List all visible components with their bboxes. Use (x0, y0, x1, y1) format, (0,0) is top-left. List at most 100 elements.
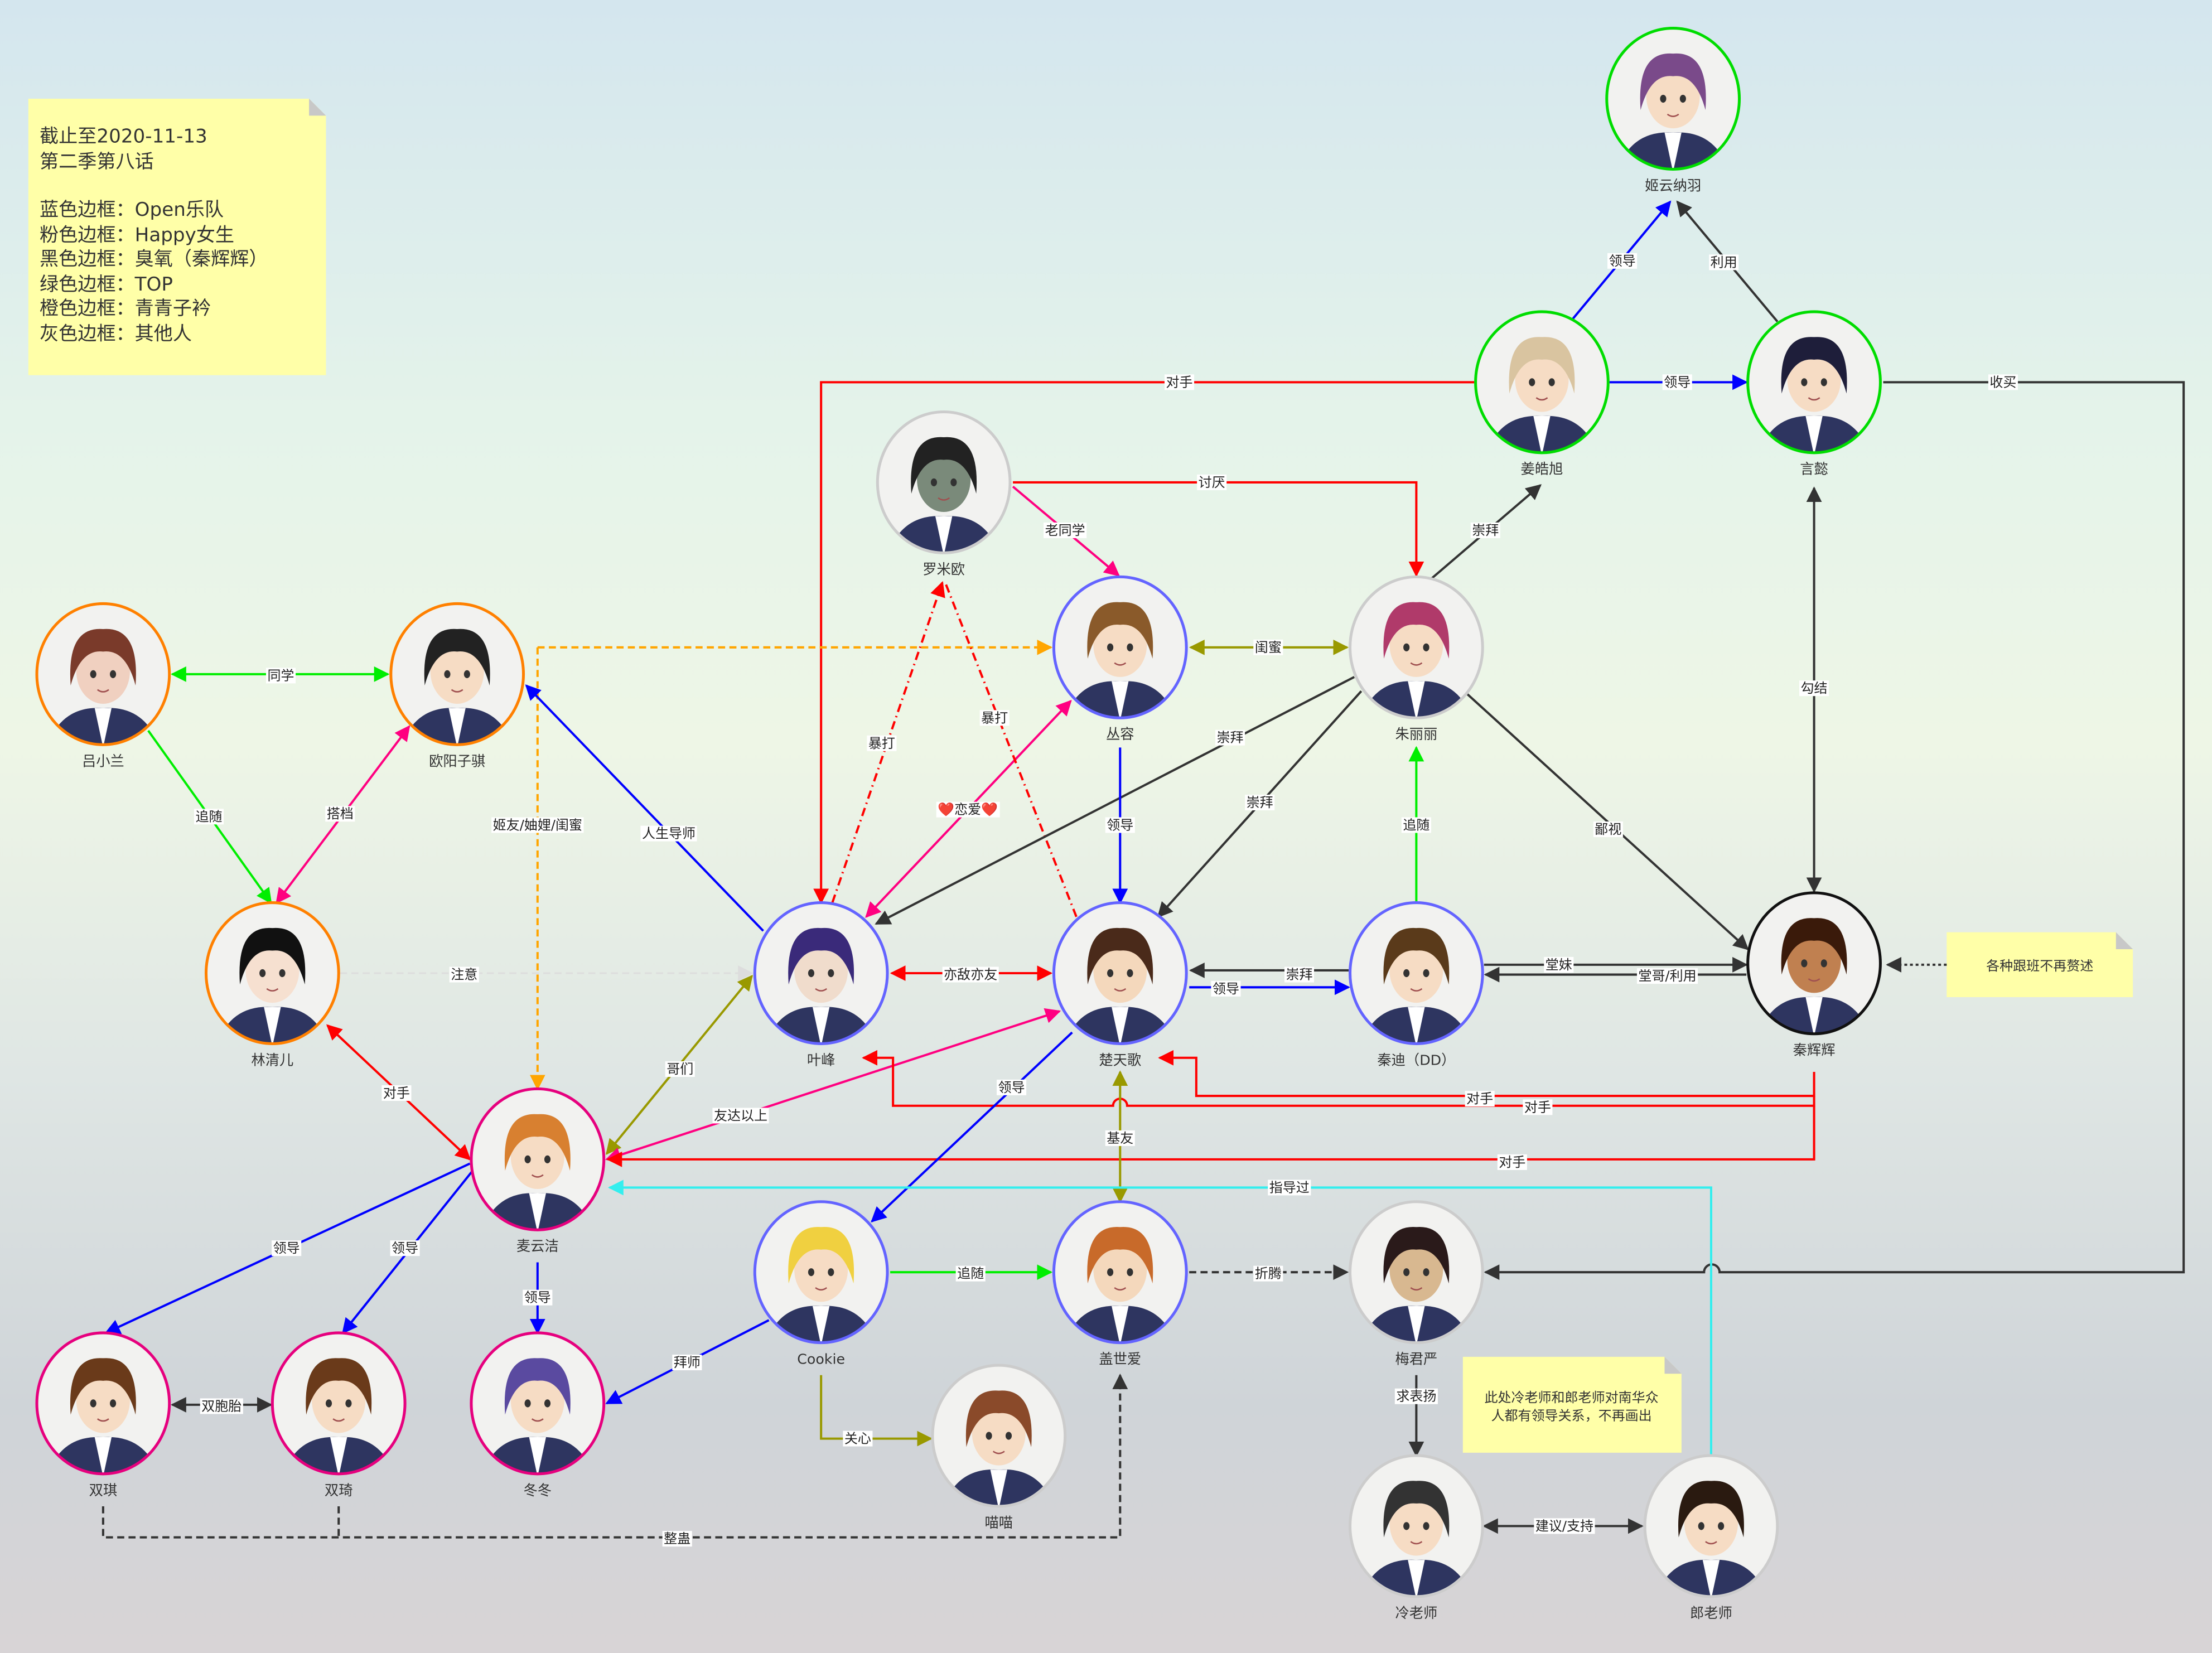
character-node[interactable]: 姜皓旭 (1474, 310, 1610, 477)
edge-label-text: 双胞胎 (201, 1398, 242, 1414)
edge-label-bg (712, 1108, 769, 1124)
character-node[interactable]: 林清儿 (204, 901, 340, 1068)
edge-relation (875, 676, 1355, 925)
edge-line (875, 676, 1355, 925)
edge-label: 亦敌亦友 (942, 966, 999, 983)
edge-label-bg (1497, 1154, 1527, 1170)
character-node[interactable]: 郎老师 (1643, 1454, 1779, 1621)
edge-label: 闺蜜 (1253, 639, 1283, 655)
edge-relation (525, 684, 764, 932)
edge-label-bg (381, 1085, 412, 1101)
character-node[interactable]: 罗米欧 (876, 410, 1012, 577)
edge-label-text: 折腾 (1255, 1266, 1282, 1282)
edge-label-bg (979, 710, 1010, 726)
character-node[interactable]: 双琪 (35, 1331, 171, 1499)
node-name: 梅君严 (1395, 1351, 1437, 1367)
avatar-portrait (1350, 1201, 1483, 1343)
edge-label-text: 对手 (1524, 1099, 1551, 1115)
edge-label: 领导 (1211, 980, 1241, 997)
edge-label-bg (1105, 1130, 1135, 1146)
legend-blue: 蓝色边框：Open乐队 (40, 199, 224, 221)
edge-label-text: 指导过 (1269, 1180, 1310, 1195)
edge-relation (871, 1031, 1073, 1223)
edge-label-text: 同学 (268, 668, 294, 683)
edge-label: 领导 (390, 1240, 420, 1256)
character-node[interactable]: 冷老师 (1348, 1454, 1484, 1621)
character-node[interactable]: 梅君严 (1348, 1200, 1484, 1367)
node-name: 林清儿 (251, 1052, 293, 1068)
edge-labels-layer: 领导利用领导收买对手讨厌老同学崇拜勾结闺蜜同学追随搭档姬友/妯娌/闺蜜人生导师❤… (194, 253, 2018, 1547)
character-node[interactable]: Cookie (753, 1200, 889, 1367)
character-node[interactable]: 冬冬 (470, 1331, 606, 1499)
node-border (271, 1331, 407, 1476)
edge-line (871, 1031, 1073, 1223)
character-node[interactable]: 叶峰 (753, 901, 889, 1068)
edge-label: 姬友/妯娌/闺蜜 (491, 817, 584, 833)
edge-label-bg (523, 1289, 553, 1306)
node-name: 姬云纳羽 (1645, 177, 1701, 194)
edge-relation (1158, 1050, 1815, 1098)
edge-line (606, 1105, 1815, 1167)
node-name: 言懿 (1800, 461, 1828, 477)
node-border (1348, 575, 1484, 719)
node-border (389, 602, 525, 746)
character-node[interactable]: 盖世爱 (1052, 1200, 1188, 1367)
node-name: Cookie (797, 1351, 845, 1367)
character-node[interactable]: 麦云洁 (470, 1087, 606, 1254)
avatar-portrait (1054, 577, 1187, 718)
edge-label-bg (640, 825, 697, 842)
edge-label: 人生导师 (640, 825, 697, 842)
edge-label-text: 领导 (273, 1240, 300, 1256)
character-node[interactable]: 欧阳子骐 (389, 602, 525, 769)
edge-label-text: 拜师 (674, 1355, 701, 1370)
character-node[interactable]: 言懿 (1746, 310, 1882, 477)
edge-label-bg (1465, 1091, 1495, 1107)
character-node[interactable]: 朱丽丽 (1348, 575, 1484, 742)
legend-date: 截止至2020-11-13 (40, 125, 207, 147)
edge-label: 堂哥/利用 (1636, 968, 1698, 984)
edge-label-bg (1662, 374, 1692, 390)
edge-label: 领导 (1105, 817, 1135, 833)
edge-label-text: 对手 (383, 1085, 410, 1101)
edge-label: 领导 (272, 1240, 302, 1256)
edge-label-bg (1401, 817, 1431, 833)
edge-label-bg (1607, 253, 1638, 269)
edge-relation (944, 582, 1078, 917)
node-border (1052, 1200, 1188, 1345)
edge-relation (608, 1180, 1712, 1456)
edge-label: 追随 (194, 809, 224, 825)
character-node[interactable]: 姬云纳羽 (1605, 27, 1741, 194)
edge-label: 注意 (449, 966, 479, 983)
edge-label-bg (1105, 817, 1135, 833)
edge-label-bg (1284, 966, 1315, 983)
edge-label-bg (955, 1265, 986, 1282)
edge-label-bg (1544, 956, 1574, 973)
edge-label-bg (491, 817, 584, 833)
edge-line (813, 381, 1475, 905)
edge-label-bg (1394, 1388, 1438, 1404)
character-node[interactable]: 楚天歌 (1052, 901, 1188, 1068)
character-node[interactable]: 秦辉辉 (1746, 891, 1882, 1058)
teachers-note: 此处冷老师和郎老师对南华众 人都有领导关系，不再画出 (1462, 1356, 1682, 1453)
node-border (1052, 575, 1188, 719)
character-node[interactable]: 吕小兰 (35, 602, 171, 769)
edge-label-text: 闺蜜 (1255, 640, 1282, 655)
character-node[interactable]: 喵喵 (931, 1364, 1067, 1531)
character-node[interactable]: 秦迪（DD） (1348, 901, 1484, 1068)
edge-label: 对手 (1164, 374, 1195, 390)
node-border (204, 901, 340, 1045)
character-node[interactable]: 丛容 (1052, 575, 1188, 742)
edge-label-text: 对手 (1499, 1154, 1525, 1170)
edge-label-text: 老同学 (1045, 523, 1085, 538)
character-node[interactable]: 双琦 (271, 1331, 407, 1499)
node-border (470, 1087, 606, 1231)
edge-label: 拜师 (672, 1355, 702, 1371)
edge-label: 基友 (1105, 1130, 1135, 1146)
legend-pink: 粉色边框：Happy女生 (40, 224, 234, 246)
node-border (931, 1364, 1067, 1508)
avatar-portrait (471, 1089, 604, 1230)
edge-label: 友达以上 (712, 1108, 769, 1124)
node-name: 喵喵 (985, 1515, 1013, 1531)
edge-label: 崇拜 (1215, 729, 1245, 746)
